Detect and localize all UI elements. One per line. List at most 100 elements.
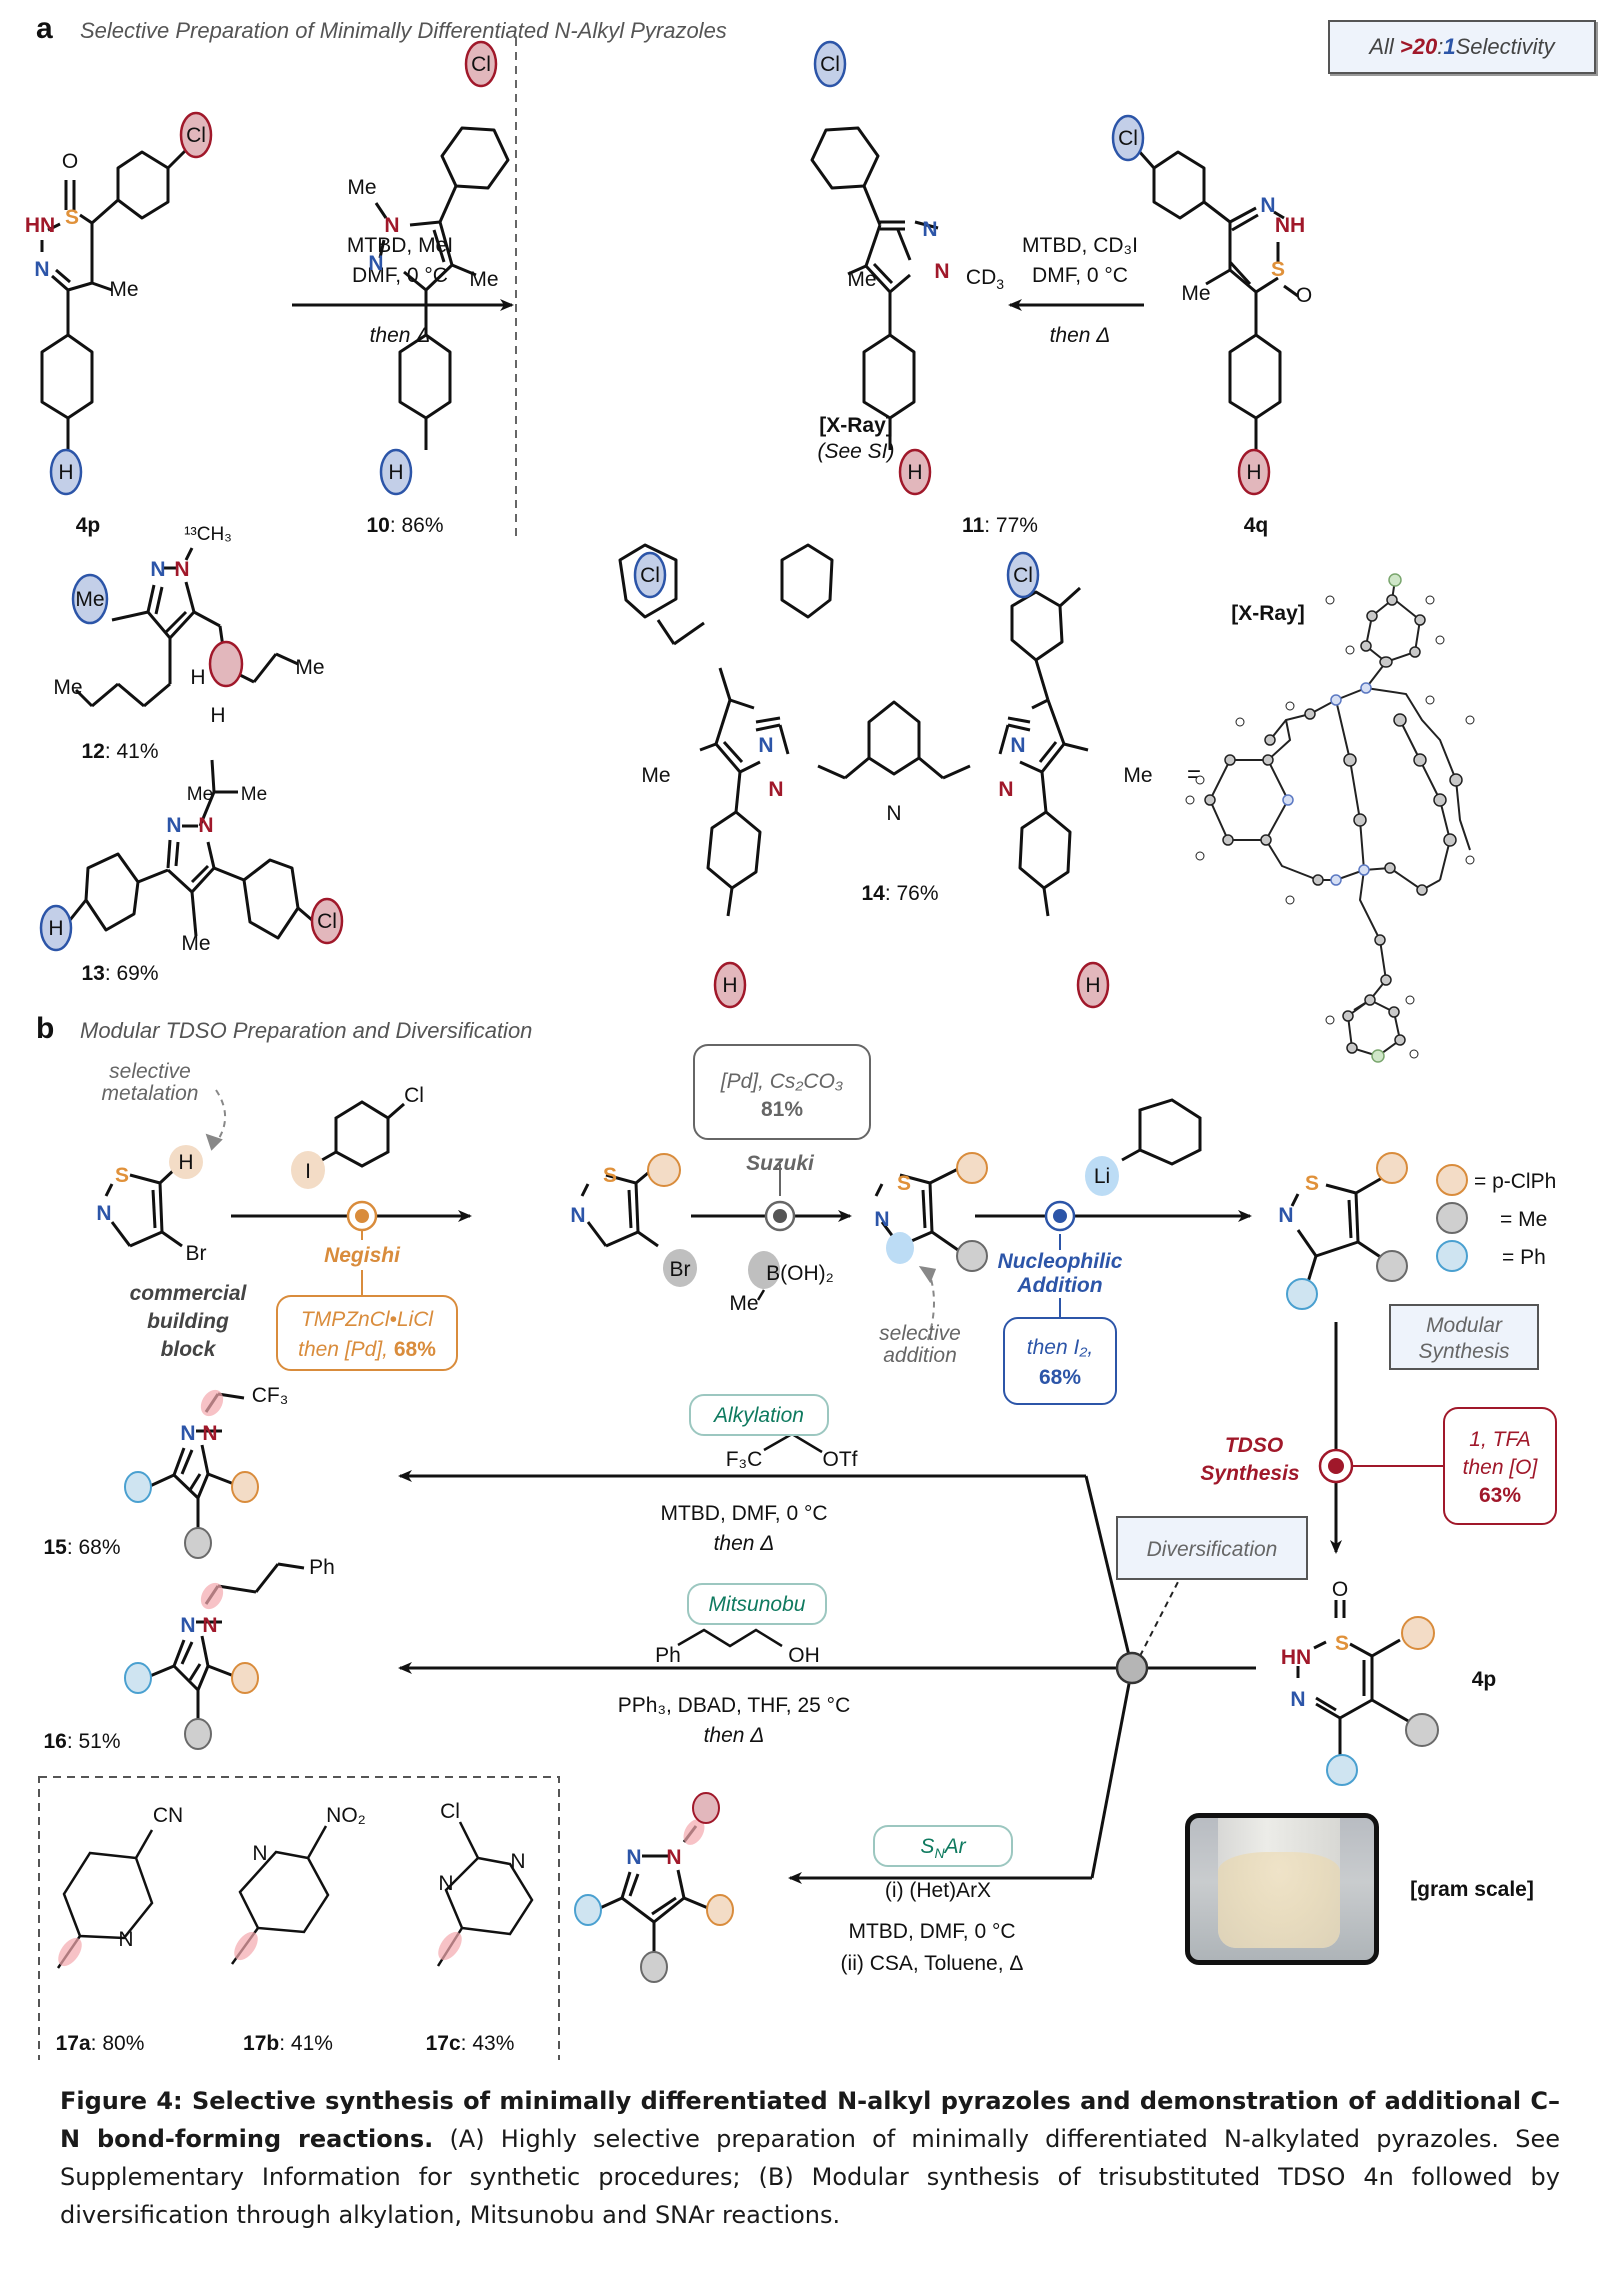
svg-text:H: H [1246, 461, 1261, 484]
molecule-snar-product [599, 1825, 709, 1955]
diversification-label: Diversification [1147, 1538, 1278, 1561]
powder [1218, 1852, 1340, 1948]
svg-text:Me: Me [1181, 282, 1210, 305]
cond-left-3: then Δ [370, 324, 431, 347]
svg-text:N: N [758, 734, 773, 757]
svg-text:Cl: Cl [317, 910, 337, 933]
badge-gt: > [1399, 34, 1413, 59]
label-17a: 17a: 80% [56, 2032, 145, 2055]
caption-bold: Figure 4: Selective synthesis of minimal… [60, 2087, 1560, 2153]
alkylation-reagent-left: F₃C [726, 1448, 763, 1471]
selective-metalation-2: metalation [102, 1082, 199, 1105]
label-11: 11: 77% [962, 514, 1038, 537]
cond-left-1: MTBD, MeI [347, 234, 453, 257]
svg-text:N: N [252, 1842, 267, 1865]
commercial-3: block [161, 1338, 217, 1361]
label-15: 15: 68% [43, 1536, 120, 1559]
alkylation-reagent-right: OTf [823, 1448, 858, 1471]
svg-text:HN: HN [1281, 1646, 1311, 1669]
svg-text:H: H [48, 917, 63, 940]
commercial-2: building [147, 1310, 229, 1333]
panel-b-title: Modular TDSO Preparation and Diversifica… [80, 1018, 533, 1043]
svg-text:Br: Br [670, 1258, 691, 1281]
selectivity-badge: All >20:1 Selectivity [1328, 20, 1596, 74]
svg-text:NH: NH [1275, 214, 1305, 237]
svg-text:O: O [1332, 1578, 1348, 1601]
label-10: 10: 86% [366, 514, 443, 537]
legend-swatch-gray [1436, 1202, 1468, 1234]
label-14: 14: 76% [861, 882, 938, 905]
mitsunobu-tag [687, 1583, 827, 1625]
label-4p-b: 4p [1472, 1668, 1497, 1691]
selective-addition-2: addition [883, 1344, 957, 1367]
panel-a-title: Selective Preparation of Minimally Diffe… [80, 18, 727, 43]
snar-cond-2: (ii) CSA, Toluene, Δ [841, 1952, 1024, 1975]
atom-O: O [62, 150, 78, 173]
modular-1: Modular [1426, 1314, 1503, 1337]
substituent-17b: NO₂ [326, 1804, 366, 1827]
scheme-canvas: O S HN N Me Cl H 4p MTBD, MeI DMF, 0 °C … [25, 38, 1557, 2060]
svg-text:N: N [384, 214, 399, 237]
alkylation-cond-2: then Δ [714, 1532, 775, 1555]
svg-text:O: O [1296, 284, 1312, 307]
suzuki-yield: 81% [761, 1098, 803, 1121]
alkylation-tag [689, 1394, 829, 1436]
modular-synthesis-box [1389, 1304, 1539, 1370]
negishi-box [276, 1295, 458, 1371]
svg-text:N: N [96, 1202, 111, 1225]
xray-note-label: [X-Ray] [819, 414, 893, 437]
badge-suffix: Selectivity [1455, 34, 1555, 59]
svg-text:N: N [1278, 1204, 1293, 1227]
figure-caption: Figure 4: Selective synthesis of minimal… [60, 2082, 1560, 2234]
tdso-box-1: 1, TFA [1469, 1428, 1530, 1451]
nucleophilic-label-1: Nucleophilic [998, 1250, 1123, 1273]
molecule-intermediate-2 [874, 1166, 961, 1341]
svg-text:N: N [202, 1422, 217, 1445]
molecule-intermediate-1 [580, 1166, 659, 1248]
cond-right-1: MTBD, CD₃I [1022, 234, 1138, 257]
svg-text:Cl: Cl [640, 564, 660, 587]
svg-text:N: N [570, 1204, 585, 1227]
molecule-14 [618, 543, 1089, 917]
svg-text:Me: Me [1123, 764, 1152, 787]
svg-text:S: S [1305, 1172, 1319, 1195]
molecule-10 [374, 126, 510, 450]
svg-text:¹³CH₃: ¹³CH₃ [184, 524, 232, 545]
nucleophilic-box [1003, 1317, 1117, 1405]
badge-colon: : [1437, 34, 1444, 59]
mitsunobu-label: Mitsunobu [709, 1593, 806, 1616]
xray-structure [1185, 573, 1475, 1063]
label-12: 12: 41% [81, 740, 158, 763]
atom-Me: Me [109, 278, 138, 301]
selective-metalation-1: selective [109, 1060, 191, 1083]
badge-prefix: All [1369, 34, 1394, 59]
svg-text:N: N [202, 1614, 217, 1637]
cl-red-circle [179, 111, 213, 159]
gram-scale-label: [gram scale] [1410, 1878, 1534, 1901]
svg-text:S: S [115, 1164, 129, 1187]
boronic-me: Me [729, 1292, 758, 1315]
substituent-17c: Cl [440, 1800, 460, 1823]
alkylation-label: Alkylation [712, 1404, 804, 1427]
svg-text:Cl: Cl [471, 53, 491, 76]
suzuki-label: Suzuki [746, 1152, 815, 1175]
atom-HN: HN [25, 214, 55, 237]
svg-text:H: H [722, 974, 737, 997]
tdso-label-1: TDSO [1225, 1434, 1283, 1457]
molecule-4p-tdso [1296, 1600, 1411, 1756]
molecule-4q [1136, 149, 1299, 450]
xray-label-2: [X-Ray] [1231, 602, 1305, 625]
molecule-11 [810, 126, 939, 450]
svg-text:N: N [1290, 1688, 1305, 1711]
commercial-1: commercial [130, 1282, 248, 1305]
badge-one: 1 [1443, 34, 1456, 59]
atom-S: S [65, 206, 79, 229]
legend-swatch-blue [1436, 1240, 1468, 1272]
mitsunobu-cond-1: PPh₃, DBAD, THF, 25 °C [618, 1694, 850, 1717]
nucleophilic-yield: 68% [1039, 1366, 1081, 1389]
suzuki-box [693, 1044, 871, 1140]
panel-a-letter: a [36, 12, 53, 45]
ring-17c [444, 1856, 534, 1936]
diversification-node [1115, 1651, 1149, 1685]
reagent-iodo: I [305, 1160, 311, 1183]
